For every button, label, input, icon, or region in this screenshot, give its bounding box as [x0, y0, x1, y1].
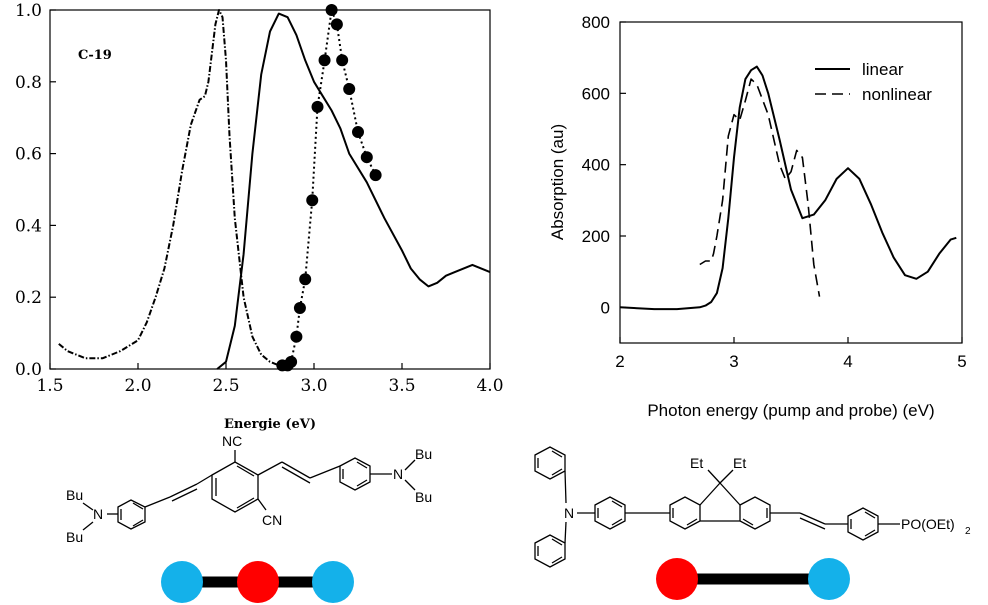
left-y-tick-labels: 0.0 0.2 0.4 0.6 0.8 1.0	[15, 1, 42, 380]
y-tick-label: 0	[601, 298, 610, 317]
data-point	[285, 355, 298, 368]
left-plot-frame	[49, 9, 491, 370]
schematic-2-donor	[808, 558, 850, 600]
x-tick-label: 2.5	[212, 376, 239, 396]
y-tick-label: 400	[582, 156, 610, 175]
y-tick-label: 600	[582, 84, 610, 103]
left-x-tick-labels: 1.5 2.0 2.5 3.0 3.5 4.0	[36, 376, 503, 396]
y-tick-label: 200	[582, 227, 610, 246]
mol2-end-phenyl-ring	[847, 507, 879, 541]
mol2-po-subscript: 2	[965, 526, 971, 537]
series-line	[619, 65, 957, 311]
mol2-middle-phenyl-ring	[594, 496, 626, 530]
data-point	[318, 54, 331, 67]
mol2-top-phenyl-ring	[534, 446, 566, 480]
y-tick-label: 0.4	[15, 216, 42, 236]
schematic-2-acceptor	[656, 558, 698, 600]
molecule-1	[82, 450, 416, 531]
mol1-left-phenyl-ring	[117, 499, 146, 530]
y-tick-label: 0.8	[15, 73, 42, 93]
right-y-tick-labels: 0 200 400 600 800	[582, 13, 610, 317]
right-legend: linear nonlinear	[815, 60, 932, 104]
data-point	[325, 4, 338, 16]
mol1-cn-label: CN	[262, 512, 282, 528]
mol1-bu-left-bottom: Bu	[66, 529, 83, 545]
right-y-axis-label: Absorption (au)	[548, 124, 567, 240]
mol1-n-right: N	[393, 466, 403, 482]
mol1-central-ring	[211, 461, 259, 513]
x-tick-label: 3	[729, 352, 738, 371]
molecule-1-labels: NC CN Bu N Bu N Bu Bu	[66, 433, 432, 545]
right-series	[619, 65, 957, 311]
left-annotation: C-19	[78, 48, 112, 63]
data-point	[360, 151, 373, 164]
schematic-1-donor-right	[312, 561, 354, 603]
legend-nonlinear-label: nonlinear	[862, 85, 932, 104]
left-series	[58, 4, 491, 372]
y-tick-label: 1.0	[15, 1, 42, 21]
data-point	[311, 100, 324, 113]
data-point	[306, 194, 319, 207]
left-chart: 1.5 2.0 2.5 3.0 3.5 4.0 0.0 0.2 0.4 0.6 0.8 1.0 C-…	[15, 1, 504, 432]
data-point	[352, 126, 364, 139]
data-point	[293, 301, 306, 314]
right-x-tick-labels: 2 3 4 5	[615, 352, 966, 371]
right-plot-frame	[619, 21, 963, 344]
mol1-bu-right-top: Bu	[415, 446, 432, 462]
x-tick-label: 2.0	[124, 376, 151, 396]
schematic-1-donor-left	[161, 561, 203, 603]
series-line	[216, 12, 491, 370]
schematic-2	[656, 558, 850, 600]
series-line	[282, 9, 377, 367]
series-line	[699, 78, 821, 297]
left-x-axis-label: Energie (eV)	[224, 417, 316, 432]
right-chart: 2 3 4 5 0 200 400 600 800 linear nonlinear Phot…	[548, 13, 967, 420]
data-point	[290, 330, 303, 343]
y-tick-label: 0.0	[15, 360, 42, 380]
x-tick-label: 2	[615, 352, 624, 371]
data-point	[343, 82, 356, 95]
left-ticks	[49, 9, 491, 370]
right-ticks	[619, 21, 963, 343]
y-tick-label: 0.2	[15, 288, 42, 308]
mol2-et-left: Et	[690, 455, 703, 471]
data-point	[369, 169, 382, 182]
mol1-n-left: N	[93, 506, 103, 522]
mol1-right-phenyl-ring	[339, 457, 371, 491]
schematic-1	[161, 561, 354, 603]
x-tick-label: 5	[957, 352, 966, 371]
x-tick-label: 1.5	[36, 376, 63, 396]
schematic-1-acceptor	[237, 561, 279, 603]
x-tick-label: 4	[843, 352, 852, 371]
mol2-et-right: Et	[733, 455, 746, 471]
y-tick-label: 0.6	[15, 145, 42, 165]
mol2-po-label: PO(OEt)	[901, 516, 955, 532]
x-tick-label: 3.5	[388, 376, 415, 396]
series-line	[58, 9, 288, 367]
molecule-2-labels: Et Et N PO(OEt) 2	[564, 455, 971, 537]
mol1-bu-right-bottom: Bu	[415, 489, 432, 505]
mol1-bu-left-top: Bu	[66, 487, 83, 503]
mol2-bottom-phenyl-ring	[534, 534, 566, 568]
right-x-axis-label: Photon energy (pump and probe) (eV)	[647, 401, 934, 420]
y-tick-label: 800	[582, 13, 610, 32]
mol2-fluorene-right-ring	[739, 496, 771, 530]
x-tick-label: 3.0	[300, 376, 327, 396]
data-point	[336, 54, 349, 67]
molecule-2	[534, 446, 900, 568]
data-point	[299, 273, 312, 286]
data-point	[330, 18, 343, 31]
mol2-n-label: N	[564, 505, 574, 521]
x-tick-label: 4.0	[476, 376, 503, 396]
legend-linear-label: linear	[862, 60, 904, 79]
mol2-fluorene-left-ring	[669, 496, 701, 530]
mol1-nc-label: NC	[222, 433, 242, 449]
